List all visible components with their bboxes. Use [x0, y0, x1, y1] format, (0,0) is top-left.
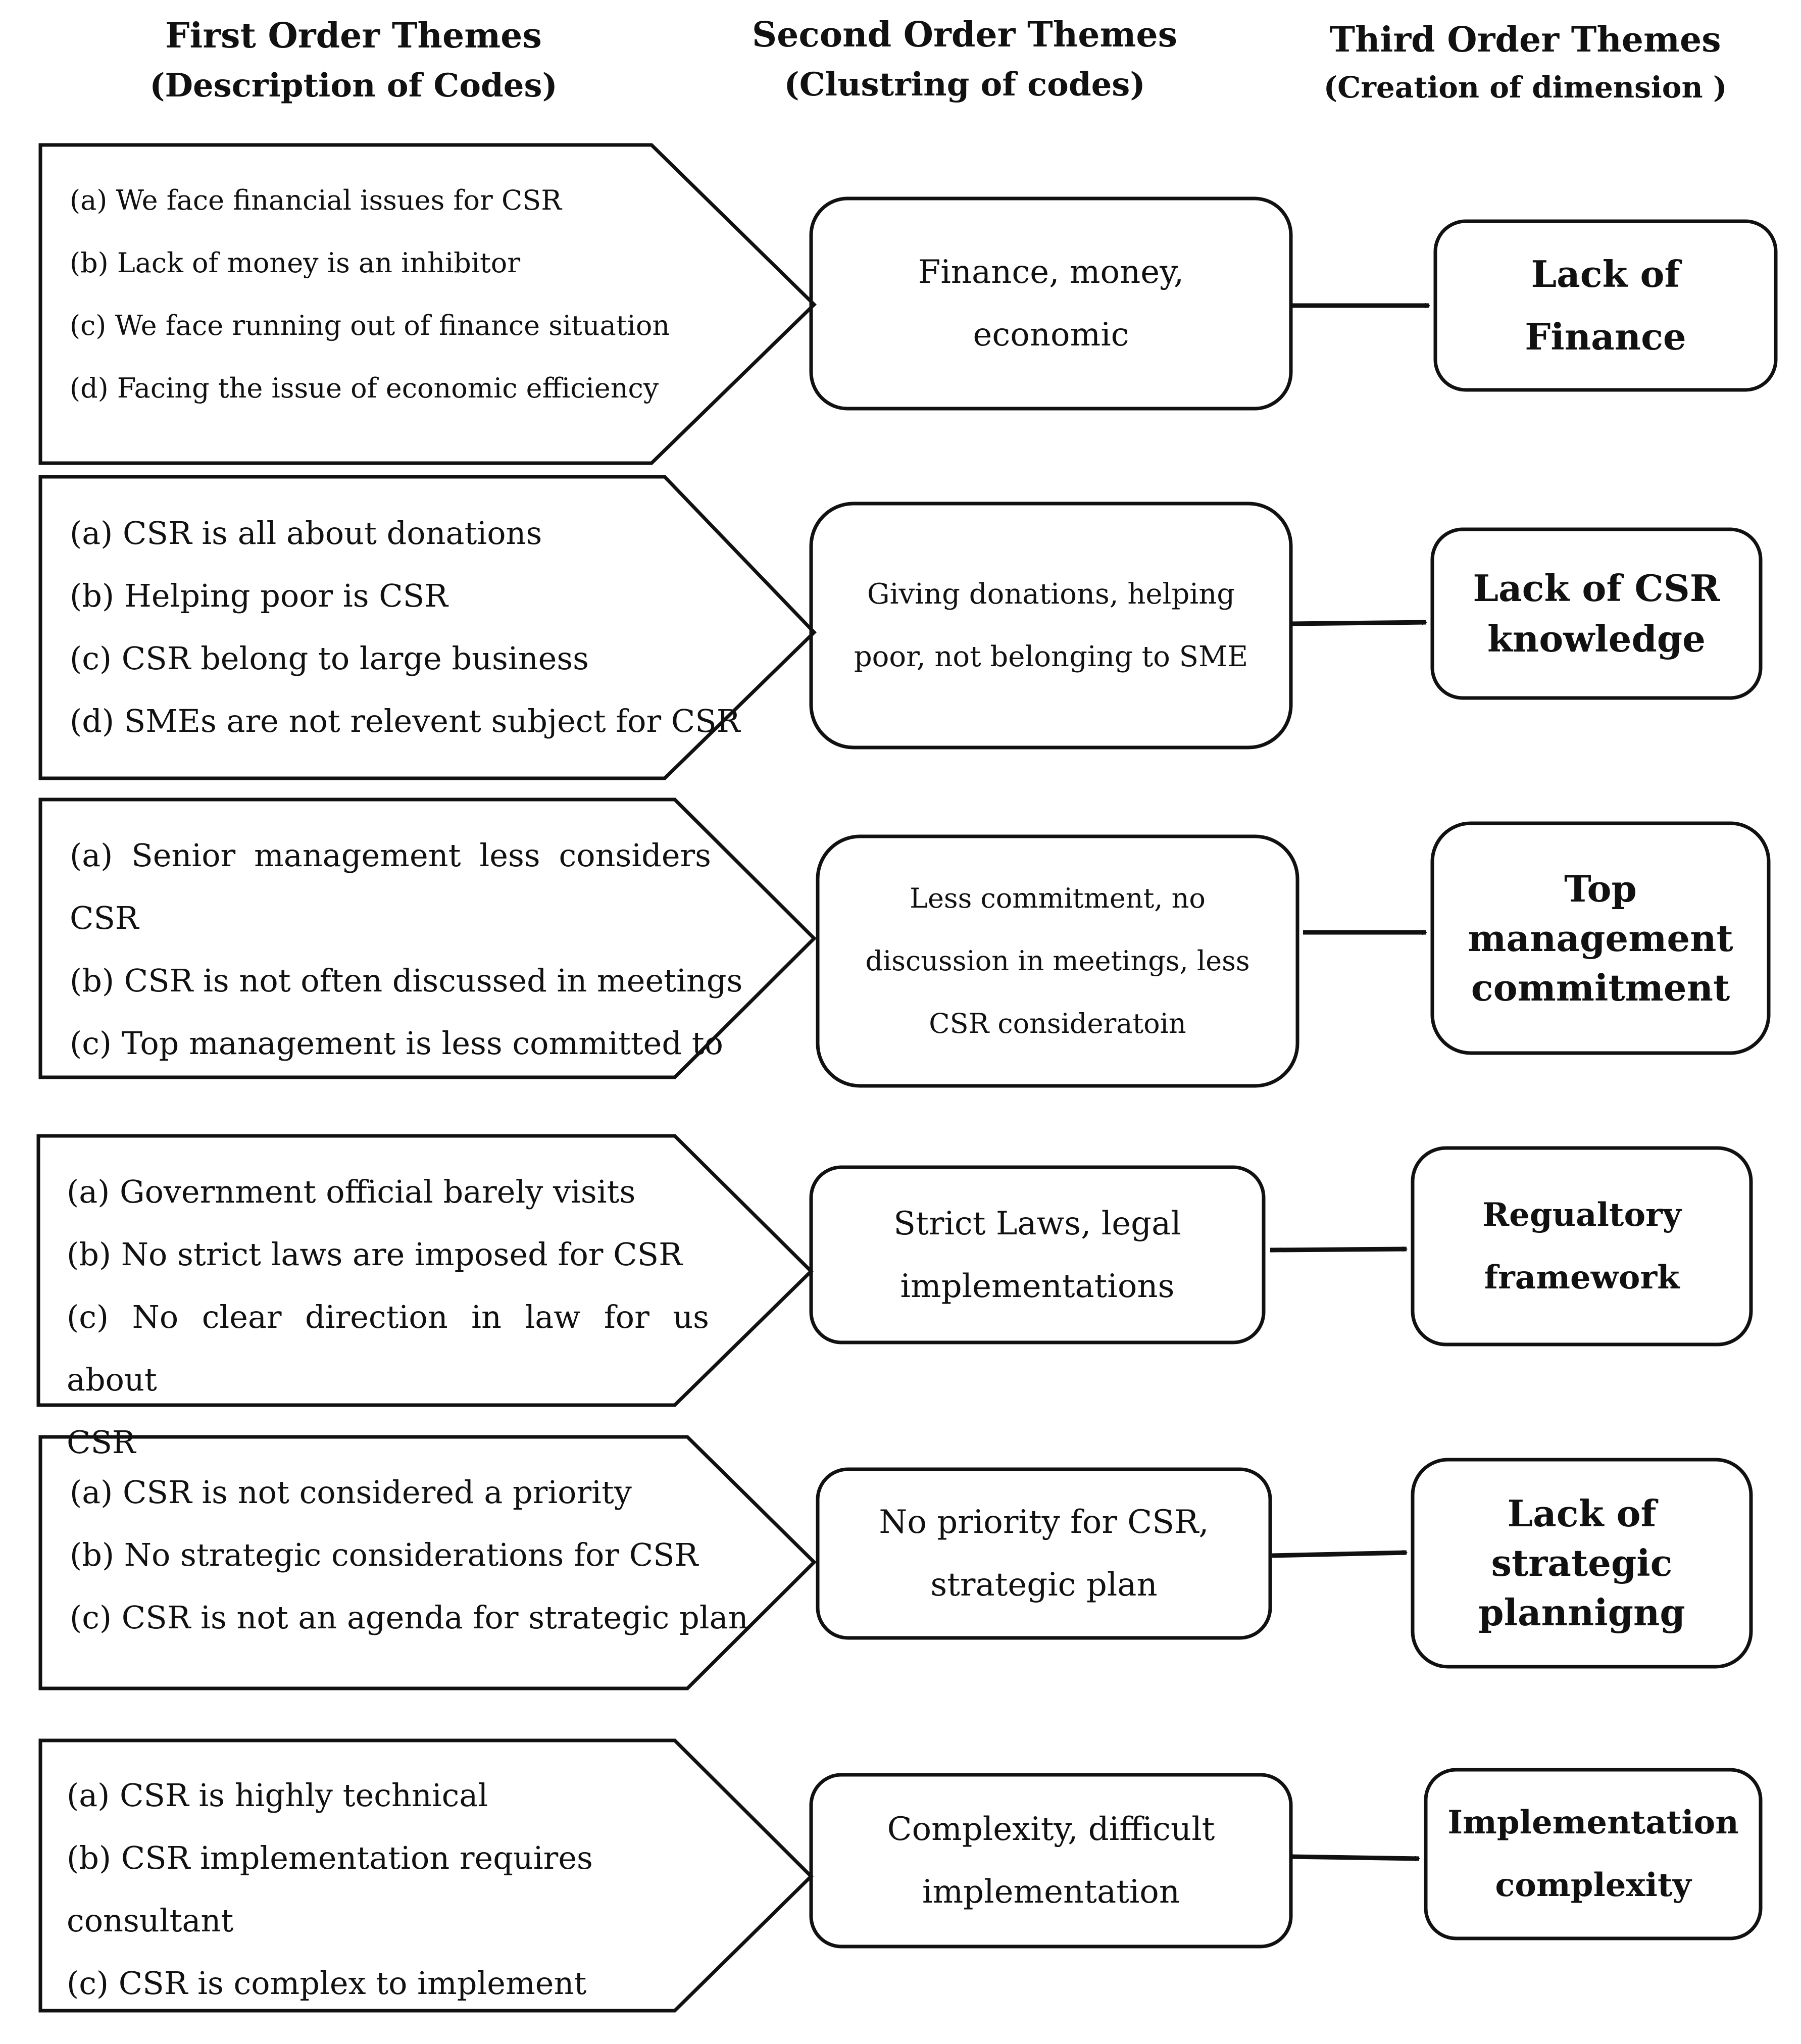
second-order-line: Complexity, difficult [887, 1811, 1215, 1848]
first-order-box-6 [38, 1738, 814, 2013]
first-order-item-continuation: consultant [67, 1902, 234, 1939]
first-order-item: (c) Top management is less committed to [70, 1025, 723, 1062]
second-order-text-5: No priority for CSR, strategic plan [818, 1469, 1270, 1638]
first-order-item: (a) We face financial issues for CSR [70, 184, 562, 216]
second-order-line: implementation [922, 1873, 1180, 1911]
third-order-line: Finance [1525, 315, 1686, 358]
first-order-item-continuation: CSR [67, 1424, 136, 1461]
second-order-line: No priority for CSR, [879, 1504, 1209, 1541]
second-order-text-4: Strict Laws, legal implementations [811, 1167, 1264, 1342]
header-third-order: Third Order Themes (Creation of dimensio… [1283, 14, 1768, 110]
arrow-4 [1270, 1249, 1407, 1253]
first-order-item: (a) CSR is highly technical [67, 1777, 488, 1814]
third-order-line: plannigng [1478, 1591, 1685, 1634]
first-order-item: (b) CSR is not often discussed in meetin… [70, 962, 743, 999]
first-order-item: (a) CSR is all about donations [70, 515, 542, 552]
first-order-text-4: (a) Government official barely visits (b… [67, 1161, 709, 1474]
first-order-text-5: (a) CSR is not considered a priority (b)… [70, 1461, 748, 1649]
first-order-item: (a) CSR is not considered a priority [70, 1474, 632, 1511]
third-order-line: Lack of [1531, 253, 1680, 295]
third-order-line: Regualtory [1482, 1195, 1682, 1234]
header-second-subtitle: (Clustring of codes) [784, 66, 1145, 104]
header-third-title: Third Order Themes [1329, 20, 1721, 60]
first-order-item: (a) Senior management less considers [70, 837, 711, 874]
second-order-text-6: Complexity, difficult implementation [811, 1775, 1291, 1947]
first-order-box-5 [38, 1435, 817, 1690]
first-order-item: (c) CSR is complex to implement [67, 1965, 587, 2002]
third-order-text-2: Lack of CSR knowledge [1432, 529, 1761, 698]
third-order-line: Lack of CSR [1473, 567, 1720, 610]
third-order-text-3: Top management commitment [1432, 823, 1769, 1053]
first-order-item: (c) No clear direction in law for us abo… [67, 1299, 709, 1398]
third-order-line: knowledge [1487, 617, 1706, 660]
third-order-box-4 [1411, 1146, 1753, 1347]
second-order-box-3 [816, 834, 1299, 1088]
header-first-subtitle: (Description of Codes) [149, 67, 558, 105]
header-second-title: Second Order Themes [752, 15, 1177, 55]
second-order-line: Strict Laws, legal [893, 1205, 1181, 1242]
first-order-item: (b) Lack of money is an inhibitor [70, 247, 521, 279]
third-order-line: commitment [1471, 966, 1730, 1009]
first-order-box-2 [38, 475, 817, 780]
first-order-item: (b) Helping poor is CSR [70, 577, 448, 614]
first-order-text-1: (a) We face financial issues for CSR (b)… [70, 169, 676, 420]
third-order-box-1 [1433, 219, 1778, 392]
second-order-line: Finance, money, [918, 254, 1184, 291]
second-order-box-5 [816, 1467, 1272, 1640]
first-order-item: (c) We face running out of finance situa… [70, 310, 670, 341]
first-order-item: (b) No strict laws are imposed for CSR [67, 1236, 682, 1273]
first-order-box-4 [36, 1134, 814, 1407]
second-order-line: strategic plan [930, 1566, 1158, 1604]
second-order-line: Less commitment, no [910, 882, 1206, 914]
header-third-subtitle: (Creation of dimension ) [1323, 70, 1727, 105]
second-order-line: poor, not belonging to SME [854, 640, 1248, 673]
second-order-line: discussion in meetings, less [865, 945, 1250, 977]
third-order-box-2 [1430, 527, 1763, 700]
third-order-line: Top [1564, 867, 1637, 910]
first-order-box-3 [38, 797, 817, 1079]
third-order-line: Implementation [1447, 1804, 1739, 1841]
second-order-box-4 [809, 1165, 1266, 1344]
third-order-line: Lack of [1507, 1492, 1657, 1535]
third-order-box-5 [1411, 1458, 1753, 1669]
third-order-line: complexity [1495, 1866, 1691, 1904]
third-order-box-6 [1424, 1768, 1763, 1940]
third-order-text-1: Lack of Finance [1435, 221, 1776, 390]
header-second-order: Second Order Themes (Clustring of codes) [707, 9, 1222, 109]
arrow-5 [1272, 1553, 1407, 1558]
second-order-line: implementations [900, 1267, 1175, 1305]
first-order-item: (c) CSR belong to large business [70, 640, 589, 677]
second-order-box-6 [809, 1773, 1293, 1949]
third-order-line: strategic [1491, 1541, 1673, 1584]
second-order-line: CSR consideratoin [929, 1008, 1186, 1039]
third-order-text-5: Lack of strategic plannigng [1413, 1460, 1751, 1667]
first-order-item: (b) CSR implementation requires [67, 1839, 593, 1876]
first-order-text-6: (a) CSR is highly technical (b) CSR impl… [67, 1764, 673, 2015]
second-order-text-1: Finance, money, economic [811, 198, 1291, 409]
header-first-title: First Order Themes [165, 16, 542, 56]
arrow-2 [1289, 622, 1426, 626]
first-order-item: (a) Government official barely visits [67, 1173, 636, 1210]
third-order-text-4: Regualtory framework [1413, 1148, 1751, 1344]
first-order-item-continuation: CSR [70, 900, 139, 936]
first-order-item: (b) No strategic considerations for CSR [70, 1536, 698, 1573]
first-order-text-2: (a) CSR is all about donations (b) Helpi… [70, 502, 740, 753]
second-order-line: economic [973, 316, 1129, 354]
first-order-item: (d) SMEs are not relevent subject for CS… [70, 703, 740, 739]
first-order-text-3: (a) Senior management less considers CSR… [70, 824, 743, 1075]
first-order-box-1 [38, 143, 817, 465]
third-order-text-6: Implementation complexity [1426, 1770, 1761, 1938]
first-order-item: (c) CSR is not an agenda for strategic p… [70, 1599, 748, 1636]
header-first-order: First Order Themes (Description of Codes… [96, 10, 611, 110]
second-order-line: Giving donations, helping [867, 577, 1235, 611]
second-order-text-3: Less commitment, no discussion in meetin… [818, 836, 1297, 1086]
second-order-text-2: Giving donations, helping poor, not belo… [811, 504, 1291, 747]
arrow-6 [1289, 1854, 1419, 1859]
third-order-line: framework [1484, 1258, 1680, 1297]
first-order-item: (d) Facing the issue of economic efficie… [70, 372, 659, 404]
third-order-line: management [1468, 916, 1733, 960]
third-order-box-3 [1430, 821, 1771, 1055]
